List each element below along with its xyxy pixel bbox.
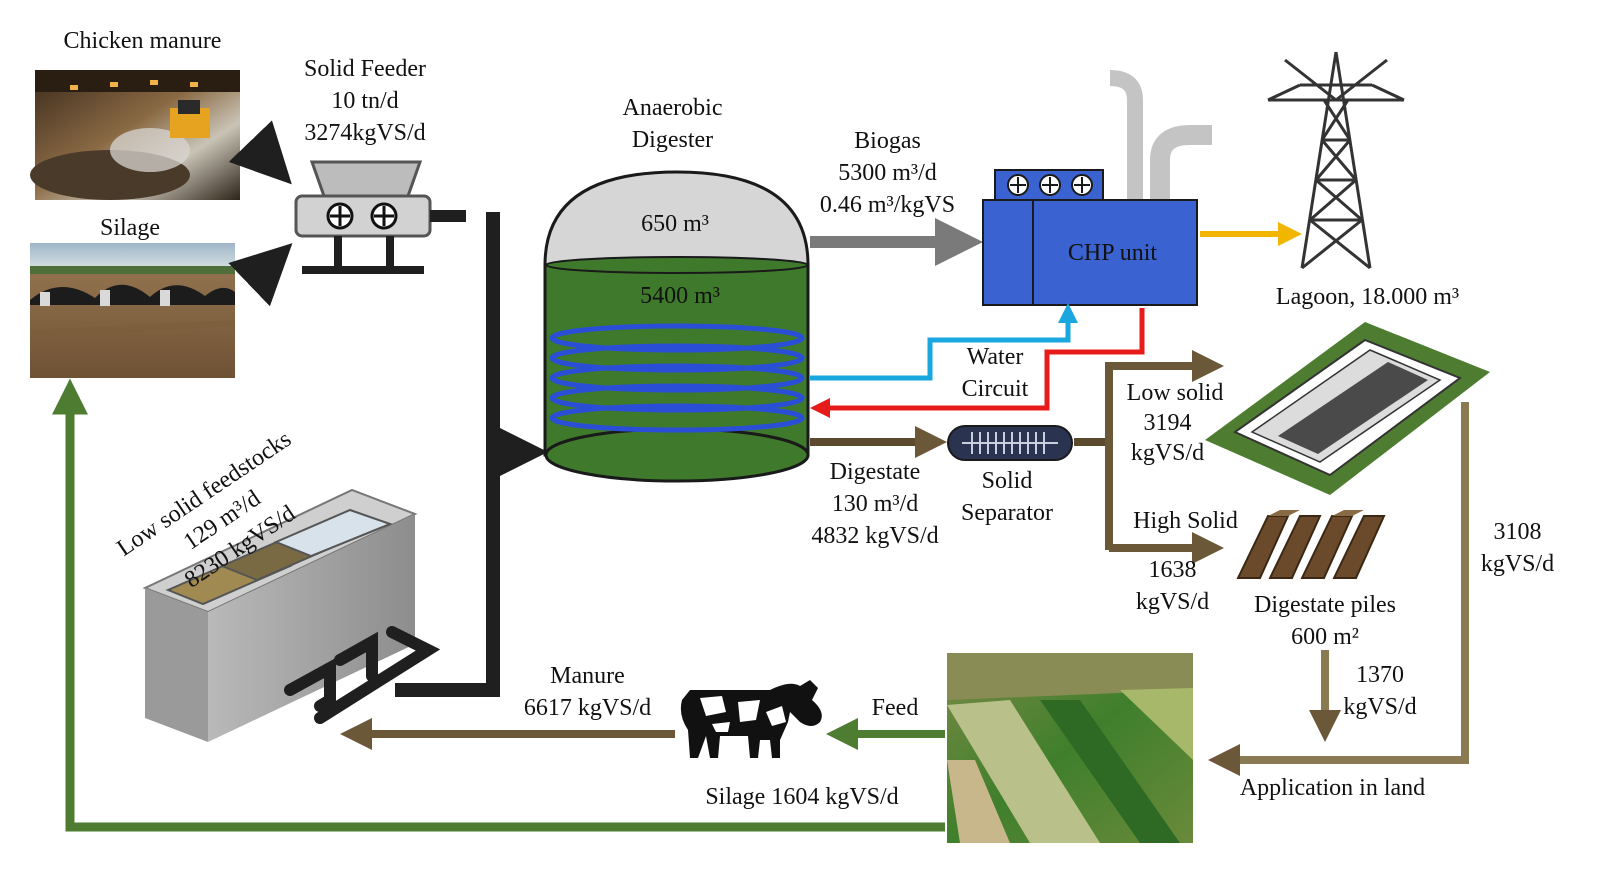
land-photo	[947, 653, 1193, 843]
silage-flow-label: Silage 1604 kgVS/d	[705, 784, 899, 810]
silage-label: Silage	[100, 215, 160, 241]
chicken-manure-photo	[30, 70, 240, 200]
feed-pipe	[395, 212, 500, 697]
silage-recycle-arrow	[52, 378, 945, 832]
power-tower-icon	[1267, 51, 1405, 270]
biogas-title: Biogas	[854, 128, 921, 154]
piles-flow-value: 1370	[1356, 662, 1404, 688]
digestate-label: Digestate 130 m³/d 4832 kgVS/d	[795, 456, 955, 552]
water-circuit-line1: Water	[966, 344, 1024, 370]
digestate-piles-icon	[1236, 510, 1386, 579]
gas-volume-label: 650 m³	[641, 211, 709, 237]
digestate-vs: 4832 kgVS/d	[811, 523, 939, 549]
low-solid-unit: kgVS/d	[1130, 440, 1205, 466]
digestate-title: Digestate	[829, 459, 921, 485]
digestate-rate: 130 m³/d	[831, 491, 919, 517]
low-solid-title: Low solid	[1126, 380, 1224, 406]
lagoon-flow-label: 3108 kgVS/d	[1470, 516, 1565, 580]
digester-label-line2: Digester	[631, 127, 714, 153]
biogas-yield: 0.46 m³/kgVS	[819, 192, 956, 218]
solid-separator-label: Solid Separator	[948, 465, 1066, 529]
manure-title: Manure	[550, 663, 625, 689]
digestate-piles-label: Digestate piles 600 m²	[1235, 589, 1415, 653]
solid-feeder-label: Solid Feeder 10 tn/d 3274kgVS/d	[285, 53, 445, 149]
cold-water-line	[810, 303, 1078, 381]
chicken-feed-arrow	[228, 120, 292, 185]
high-solid-flow-unit: kgVS/d	[1135, 589, 1210, 615]
anaerobic-digester-icon	[543, 170, 810, 483]
low-solid-arrow	[1105, 350, 1224, 550]
water-circuit-label: Water Circuit	[945, 341, 1045, 405]
digestate-piles-area: 600 m²	[1291, 624, 1359, 650]
solid-separator-icon	[947, 425, 1073, 461]
silage-photo	[30, 243, 235, 378]
solid-feeder-title: Solid Feeder	[304, 56, 426, 82]
digester-label-line1: Anaerobic	[622, 95, 723, 121]
biogas-rate: 5300 m³/d	[838, 160, 937, 186]
cow-icon	[680, 680, 822, 758]
solid-feeder-rate: 10 tn/d	[331, 88, 399, 114]
low-solid-label: Low solid 3194 kgVS/d	[1110, 378, 1240, 468]
chicken-manure-label: Chicken manure	[63, 28, 222, 54]
silage-feed-arrow	[228, 243, 293, 307]
chp-unit-icon	[982, 70, 1212, 306]
feed-label: Feed	[871, 695, 919, 721]
lagoon-label: Lagoon, 18.000 m³	[1275, 284, 1460, 310]
application-label: Application in land	[1239, 775, 1426, 801]
hot-water-line	[810, 308, 1145, 418]
chp-unit-label: CHP unit	[1067, 240, 1158, 266]
solid-separator-line1: Solid	[981, 468, 1033, 494]
digester-label: Anaerobic Digester	[600, 92, 745, 156]
solid-separator-line2: Separator	[961, 500, 1053, 526]
water-circuit-line2: Circuit	[961, 376, 1029, 402]
high-solid-label: High Solid	[1133, 508, 1238, 534]
feedstock-tank-icon	[142, 488, 441, 742]
liquid-volume-label: 5400 m³	[640, 283, 720, 309]
lagoon-to-land-arrow	[1208, 402, 1469, 776]
low-solid-value: 3194	[1143, 410, 1192, 436]
lagoon-flow-unit: kgVS/d	[1480, 551, 1555, 577]
piles-flow-unit: kgVS/d	[1343, 694, 1417, 720]
piles-flow-label: 1370 kgVS/d	[1330, 659, 1430, 723]
biogas-label: Biogas 5300 m³/d 0.46 m³/kgVS	[800, 125, 975, 221]
lagoon-icon	[1205, 322, 1490, 495]
manure-label: Manure 6617 kgVS/d	[505, 660, 670, 724]
solid-feeder-vs: 3274kgVS/d	[304, 120, 426, 146]
high-solid-flow-label: 1638 kgVS/d	[1120, 554, 1225, 618]
solid-feeder-icon	[294, 160, 466, 274]
lagoon-flow-value: 3108	[1493, 519, 1542, 545]
digestate-piles-title: Digestate piles	[1254, 592, 1396, 618]
high-solid-flow-value: 1638	[1148, 557, 1197, 583]
manure-vs: 6617 kgVS/d	[523, 695, 652, 721]
